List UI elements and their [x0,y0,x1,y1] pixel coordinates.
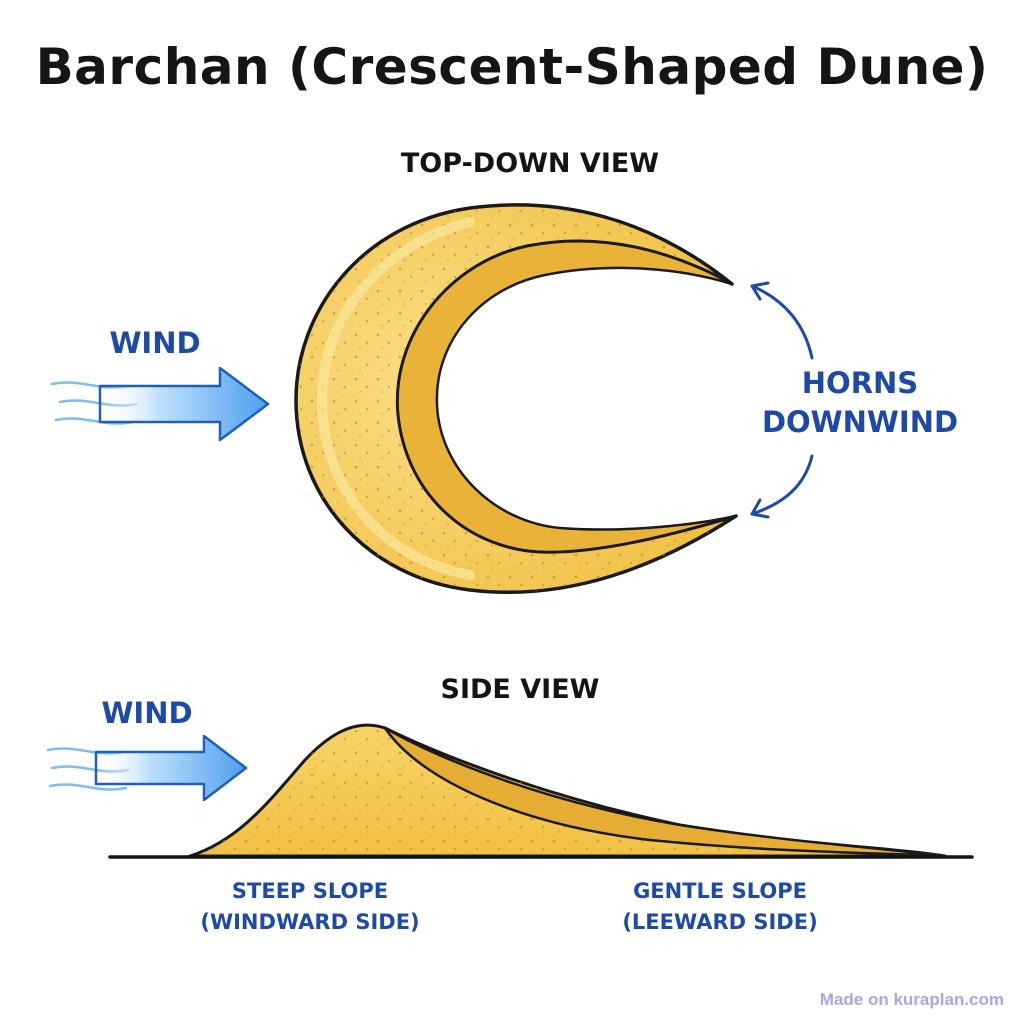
side-wind-label: WIND [101,696,193,730]
curved-arrow-icon [750,454,814,519]
horns-downwind-label: HORNS DOWNWIND [760,364,960,442]
watermark: Made on kuraplan.com [819,990,1004,1009]
steep-slope-line1: STEEP SLOPE [231,879,389,903]
gentle-slope-line2: (LEEWARD SIDE) [622,910,818,934]
gentle-slope-line1: GENTLE SLOPE [633,879,807,903]
wind-arrow-icon [46,734,248,802]
top-view-heading: TOP-DOWN VIEW [400,148,660,179]
horns-label-line2: DOWNWIND [761,405,959,439]
dune-side-view [108,723,974,859]
horns-label-line1: HORNS [801,366,919,400]
page-title: Barchan (Crescent-Shaped Dune) [35,38,989,96]
top-wind-label: WIND [109,326,201,360]
crescent-slip-face [396,240,738,554]
gentle-slope-label: GENTLE SLOPE (LEEWARD SIDE) [600,876,840,938]
curved-arrow-icon [750,281,814,360]
wind-arrow-icon [50,366,270,442]
steep-slope-line2: (WINDWARD SIDE) [200,910,420,934]
crescent-dune-top-view [294,203,738,595]
steep-slope-label: STEEP SLOPE (WINDWARD SIDE) [190,876,430,938]
side-view-heading: SIDE VIEW [440,674,600,705]
